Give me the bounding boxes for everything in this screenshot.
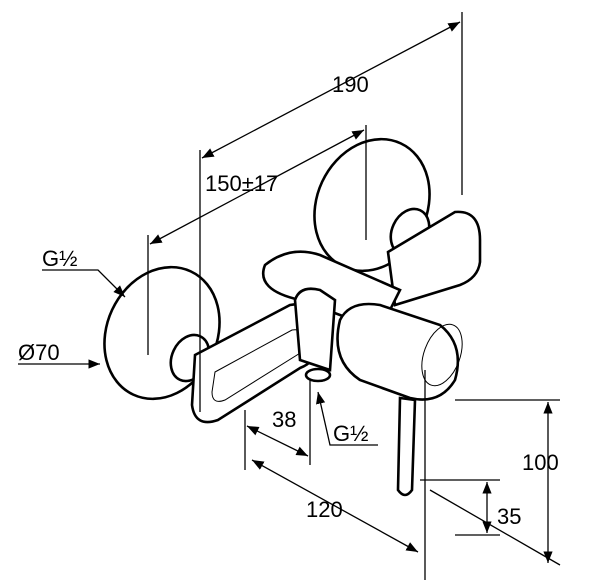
dim-outlet-height: 35 [497, 504, 521, 529]
dim-lever-height: 100 [522, 450, 559, 475]
dim-overall-width: 190 [332, 72, 369, 97]
dim-inlet-thread: G½ [42, 246, 77, 271]
dim-flange-spacing: 150±17 [205, 171, 278, 196]
dim-outlet-offset: 38 [272, 407, 296, 432]
dim-outlet-thread: G½ [333, 421, 368, 446]
dim-flange-diameter: Ø70 [18, 340, 60, 365]
mixer-body [293, 287, 463, 497]
dim-projection: 120 [306, 497, 343, 522]
dimension-lines [18, 21, 553, 563]
right-handle [386, 210, 482, 307]
